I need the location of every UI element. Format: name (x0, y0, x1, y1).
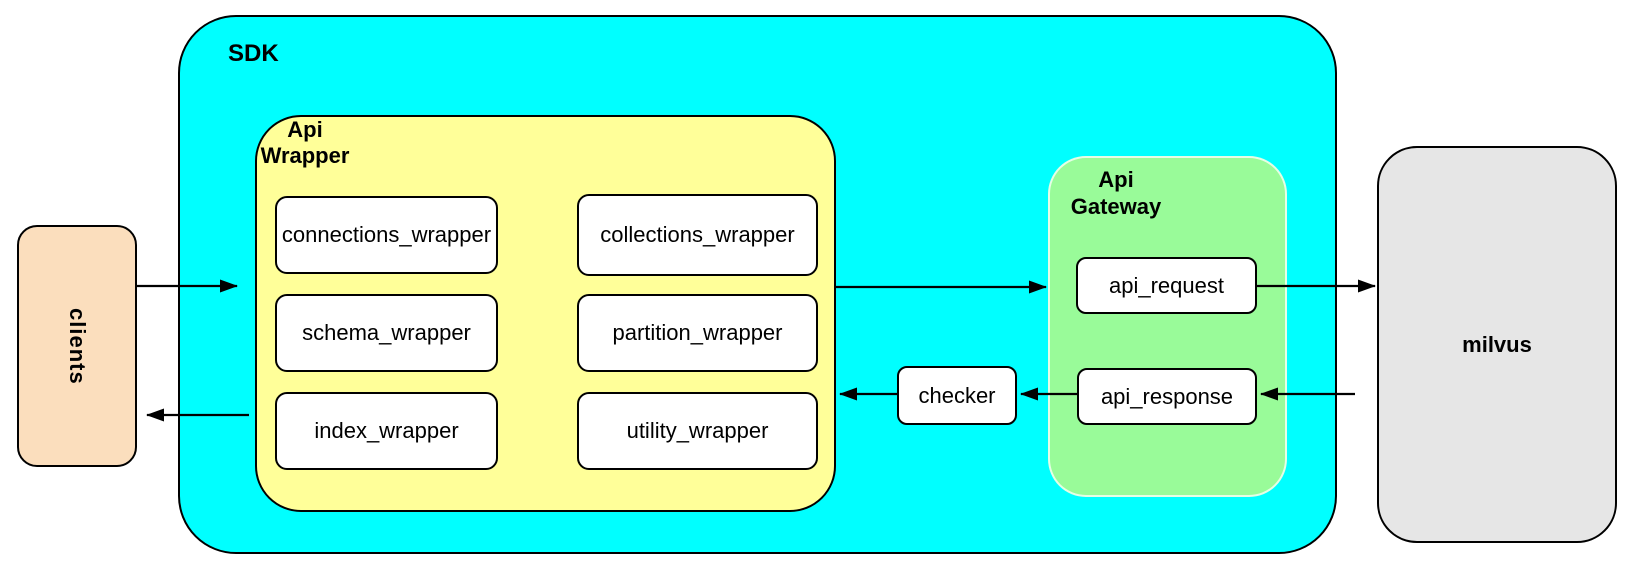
schema-wrapper-node: schema_wrapper (275, 294, 498, 372)
api-request-node: api_request (1076, 257, 1257, 314)
index-wrapper-node: index_wrapper (275, 392, 498, 470)
api-gateway-container (1048, 156, 1287, 497)
connections-wrapper-node: connections_wrapper (275, 196, 498, 274)
sdk-label: SDK (228, 40, 279, 67)
api-response-node: api_response (1077, 368, 1257, 425)
clients-label: clients (65, 307, 90, 385)
utility-wrapper-node: utility_wrapper (577, 392, 818, 470)
api-wrapper-label: Api Wrapper (260, 117, 350, 168)
checker-node: checker (897, 366, 1017, 425)
partition-wrapper-node: partition_wrapper (577, 294, 818, 372)
milvus-node: milvus (1377, 146, 1617, 543)
collections-wrapper-node: collections_wrapper (577, 194, 818, 276)
api-gateway-label: Api Gateway (1070, 167, 1162, 219)
clients-node: clients (17, 225, 137, 467)
